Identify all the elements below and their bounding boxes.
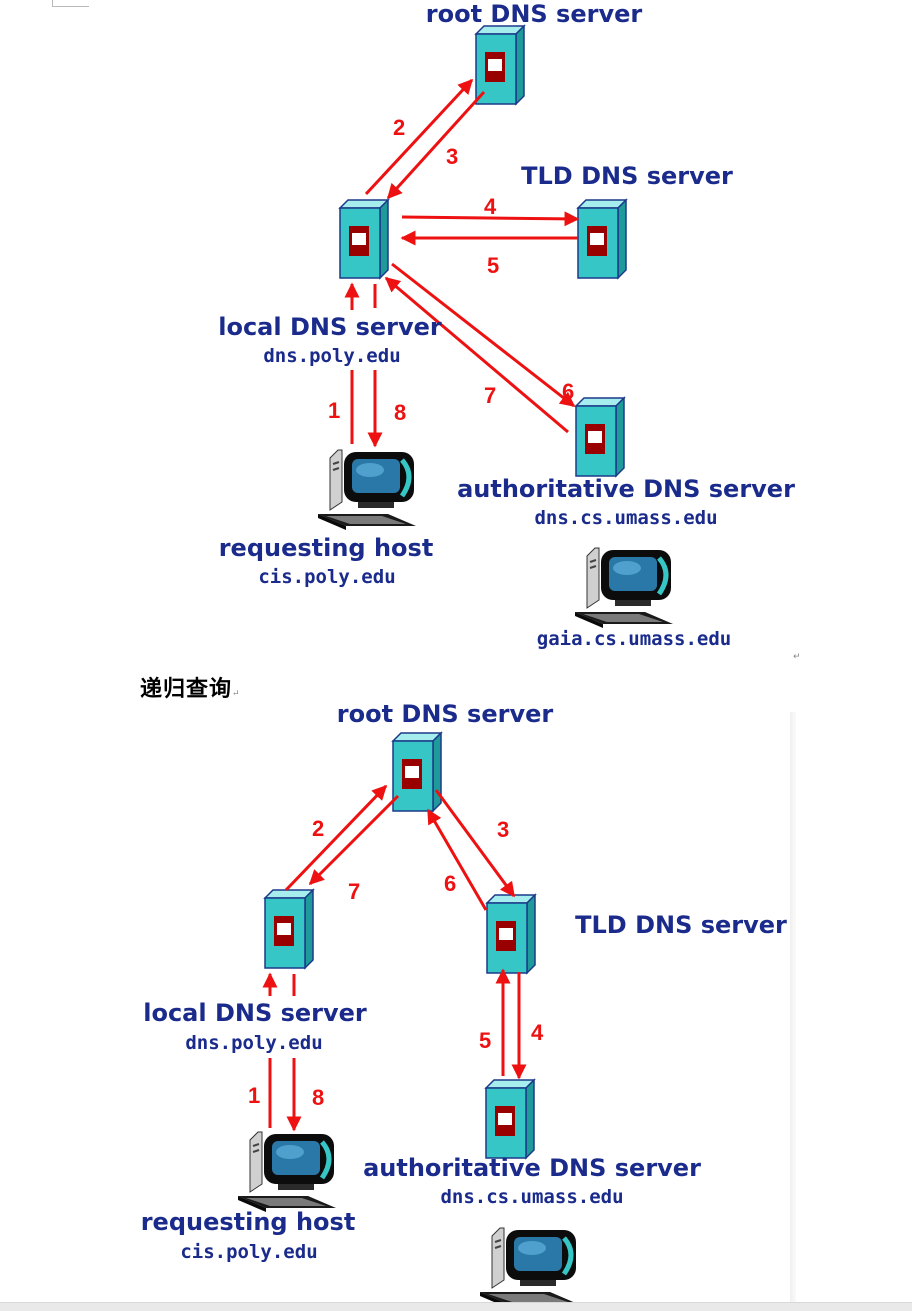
step-label-6: 6 — [562, 379, 574, 404]
local-dns-server-label: local DNS server — [218, 313, 442, 341]
local-dns-host-name: dns.poly.edu — [185, 1032, 322, 1054]
step-label-2: 2 — [393, 115, 405, 140]
authoritative-dns-server-icon — [575, 397, 625, 477]
step-label-1: 1 — [248, 1083, 260, 1108]
arrow-step-3 — [434, 789, 516, 898]
step-label-8: 8 — [394, 400, 406, 425]
arrow-step-2 — [284, 784, 388, 892]
arrow-step-3 — [386, 90, 486, 200]
arrow-step-4 — [401, 211, 580, 227]
authoritative-dns-server-icon — [485, 1079, 535, 1159]
gaia-host-computer-icon — [575, 548, 673, 628]
step-label-5: 5 — [487, 253, 499, 278]
step-label-1: 1 — [328, 398, 340, 423]
requesting-host-name: cis.poly.edu — [258, 566, 395, 588]
arrow-step-6 — [391, 262, 576, 408]
requesting-host-computer-icon — [238, 1132, 336, 1212]
gaia-host-computer-icon — [480, 1228, 578, 1308]
arrow-step-2 — [364, 78, 474, 196]
authoritative-dns-host-name: dns.cs.umass.edu — [534, 507, 717, 529]
local-dns-server-icon — [264, 889, 314, 969]
root-dns-server-label: root DNS server — [426, 0, 643, 28]
requesting-host-name: cis.poly.edu — [180, 1241, 317, 1263]
step-label-7: 7 — [484, 383, 496, 408]
paragraph-mark: ↵ — [232, 689, 241, 699]
tld-dns-server-icon — [486, 894, 536, 974]
tld-dns-server-label: TLD DNS server — [575, 911, 787, 939]
iterative-query-diagram: 2 3 4 5 6 7 1 8 root DNS server TLD DNS … — [218, 0, 795, 650]
window-bottom-bar — [0, 1302, 912, 1311]
tld-dns-server-label: TLD DNS server — [521, 162, 733, 190]
step-label-2: 2 — [312, 816, 324, 841]
step-label-4: 4 — [531, 1020, 544, 1045]
image-panel-edge — [790, 712, 796, 1310]
local-dns-server-icon — [339, 199, 389, 279]
local-dns-host-name: dns.poly.edu — [263, 345, 400, 367]
authoritative-dns-host-name: dns.cs.umass.edu — [440, 1186, 623, 1208]
paragraph-mark: ↵ — [793, 652, 801, 662]
step-label-8: 8 — [312, 1085, 324, 1110]
requesting-host-label: requesting host — [141, 1208, 356, 1236]
recursive-query-caption: 递归查询↵ — [140, 671, 241, 703]
requesting-host-label: requesting host — [219, 534, 434, 562]
tld-dns-server-icon — [577, 199, 627, 279]
recursive-query-diagram: 2 3 7 6 4 5 1 8 root DNS server TLD DNS … — [141, 700, 787, 1310]
step-label-3: 3 — [497, 817, 509, 842]
arrow-step-7 — [308, 794, 400, 886]
authoritative-dns-server-label: authoritative DNS server — [457, 475, 795, 503]
local-dns-server-label: local DNS server — [143, 999, 367, 1027]
step-label-4: 4 — [484, 194, 497, 219]
step-label-7: 7 — [348, 879, 360, 904]
step-label-5: 5 — [479, 1028, 491, 1053]
step-label-3: 3 — [446, 144, 458, 169]
arrow-step-6 — [426, 808, 488, 911]
document-corner-mark — [52, 0, 89, 7]
caption-text: 递归查询 — [140, 676, 233, 702]
root-dns-server-icon — [392, 732, 442, 812]
requesting-host-computer-icon — [318, 450, 416, 530]
arrow-step-7 — [384, 276, 569, 434]
step-label-6: 6 — [444, 871, 456, 896]
authoritative-dns-server-label: authoritative DNS server — [363, 1154, 701, 1182]
root-dns-server-label: root DNS server — [337, 700, 554, 728]
gaia-host-name: gaia.cs.umass.edu — [537, 628, 731, 650]
